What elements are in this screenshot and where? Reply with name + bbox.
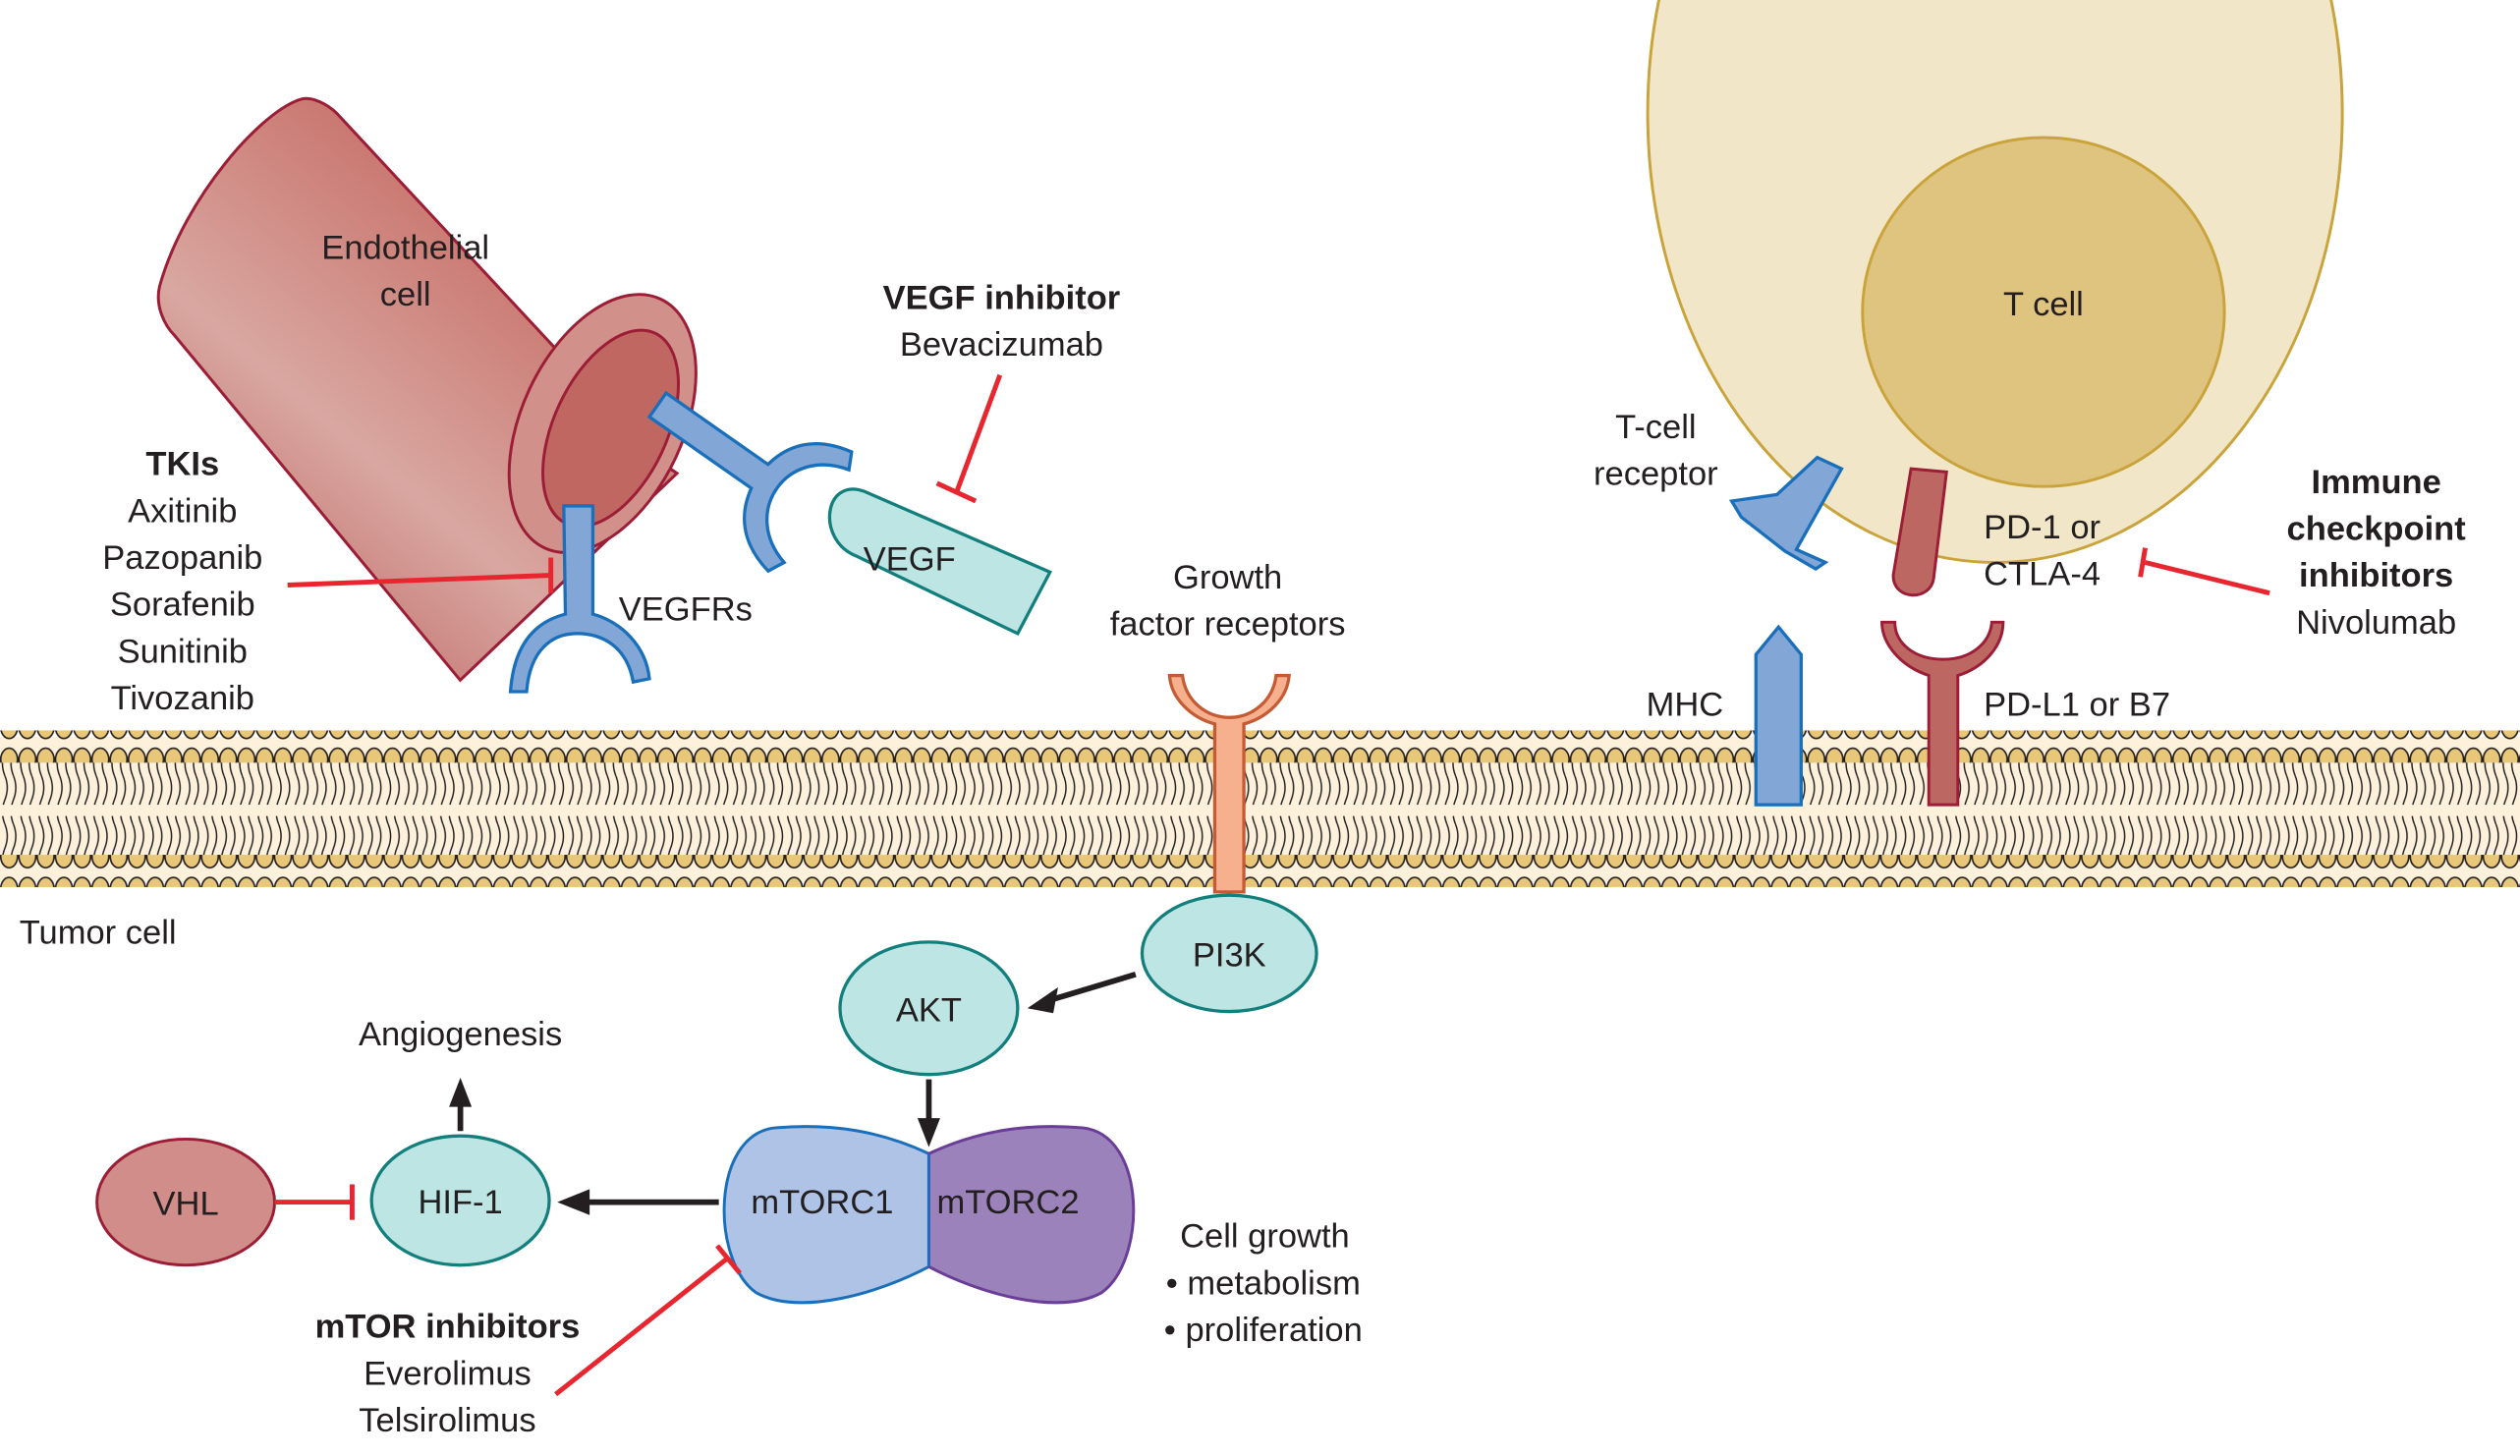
hif1-to-angiogenesis-arrow bbox=[449, 1077, 473, 1132]
tki-drug-list: TKIs Axitinib Pazopanib Sorafenib Suniti… bbox=[102, 446, 262, 717]
mtorc-to-hif1-arrow bbox=[557, 1189, 719, 1215]
tki-item: Sorafenib bbox=[110, 587, 255, 624]
tcr-label-1: T-cell bbox=[1615, 409, 1696, 446]
proliferation-label: • proliferation bbox=[1164, 1312, 1363, 1349]
pd1-receptor bbox=[1891, 467, 1948, 597]
akt-label: AKT bbox=[896, 991, 962, 1029]
hif1-node: HIF-1 bbox=[369, 1134, 551, 1267]
growth-factor-receptor bbox=[1167, 673, 1291, 894]
checkpoint-heading-3: inhibitors bbox=[2299, 557, 2453, 594]
bevacizumab-label: Bevacizumab bbox=[900, 326, 1103, 364]
mtor-inhibitor-list: mTOR inhibitors Everolimus Telsirolimus bbox=[315, 1309, 581, 1439]
tki-item: Axitinib bbox=[128, 492, 237, 530]
metabolism-label: • metabolism bbox=[1166, 1264, 1361, 1302]
angiogenesis-label: Angiogenesis bbox=[359, 1016, 562, 1053]
vhl-node: VHL bbox=[95, 1137, 276, 1267]
akt-to-mtorc-arrow bbox=[917, 1079, 940, 1148]
mtorc2-label: mTORC2 bbox=[936, 1184, 1079, 1221]
growth-receptor-label-2: factor receptors bbox=[1110, 605, 1346, 643]
tumor-cell-label: Tumor cell bbox=[20, 915, 177, 952]
pd1-label-1: PD-1 or bbox=[1984, 509, 2100, 546]
mhc-label: MHC bbox=[1647, 687, 1724, 724]
mtorc-complex: mTORC1 mTORC2 bbox=[722, 1125, 1136, 1305]
pi3k-label: PI3K bbox=[1193, 937, 1266, 975]
mhc-molecule bbox=[1754, 624, 1803, 807]
pdl1-ligand bbox=[1880, 620, 2005, 807]
vegf-ligand: VEGF bbox=[827, 487, 1053, 636]
vegfrs-label: VEGFRs bbox=[619, 591, 753, 629]
mtor-inhibition-marker bbox=[554, 1244, 742, 1397]
checkpoint-inhibitor-list: Immune checkpoint inhibitors Nivolumab bbox=[2287, 464, 2467, 642]
endothelial-label-2: cell bbox=[380, 276, 431, 313]
hif1-label: HIF-1 bbox=[418, 1184, 502, 1221]
t-cell-label: T cell bbox=[2003, 286, 2084, 323]
pd1-label-2: CTLA-4 bbox=[1984, 555, 2100, 592]
pdl1-label: PD-L1 or B7 bbox=[1984, 687, 2170, 724]
mtorc1-label: mTORC1 bbox=[751, 1184, 893, 1221]
cell-growth-label: Cell growth bbox=[1180, 1218, 1350, 1256]
vhl-label: VHL bbox=[153, 1186, 219, 1223]
tkis-heading: TKIs bbox=[145, 446, 219, 483]
checkpoint-heading-1: Immune bbox=[2311, 464, 2440, 501]
pi3k-node: PI3K bbox=[1140, 893, 1318, 1014]
t-cell: T cell bbox=[1646, 0, 2344, 564]
growth-receptor-label-1: Growth bbox=[1173, 559, 1282, 596]
t-cell-receptor bbox=[1728, 455, 1844, 571]
tcr-label-2: receptor bbox=[1594, 456, 1718, 493]
pi3k-to-akt-arrow bbox=[1027, 971, 1137, 1014]
vegfr-receptor-angled bbox=[646, 390, 854, 574]
cell-membrane bbox=[0, 730, 2520, 887]
everolimus-label: Everolimus bbox=[364, 1355, 532, 1392]
vegf-inhibition-marker bbox=[935, 373, 1003, 504]
vegfr-receptor-vertical bbox=[508, 504, 651, 694]
tki-item: Tivozanib bbox=[111, 680, 254, 717]
tki-item: Sunitinib bbox=[118, 633, 248, 670]
nivolumab-label: Nivolumab bbox=[2296, 604, 2456, 642]
akt-node: AKT bbox=[838, 940, 1020, 1077]
telsirolimus-label: Telsirolimus bbox=[359, 1402, 535, 1439]
tki-item: Pazopanib bbox=[102, 539, 262, 577]
vhl-inhibition-marker bbox=[274, 1184, 355, 1220]
checkpoint-inhibition-marker bbox=[2138, 547, 2270, 596]
checkpoint-heading-2: checkpoint bbox=[2287, 510, 2467, 547]
mtor-heading: mTOR inhibitors bbox=[315, 1309, 581, 1346]
vegf-inhibitor-heading: VEGF inhibitor bbox=[883, 279, 1121, 316]
endothelial-label-1: Endothelial bbox=[321, 229, 489, 266]
vegf-label: VEGF bbox=[864, 541, 956, 579]
tki-inhibition-marker bbox=[287, 557, 554, 593]
